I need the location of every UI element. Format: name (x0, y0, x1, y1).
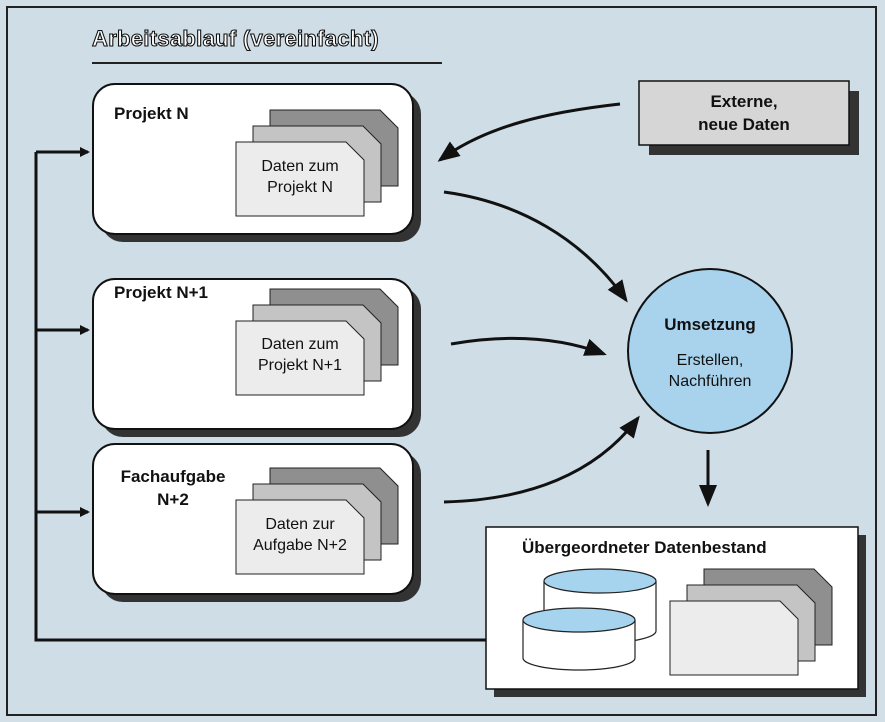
data-sheets-n (235, 109, 399, 217)
data-sheet-n2-line2: Aufgabe N+2 (253, 537, 347, 554)
database-cylinders (522, 568, 657, 671)
data-sheets-n1 (235, 288, 399, 396)
task-n2-label-line2: N+2 (157, 490, 189, 509)
external-data-text: Externe, neue Daten (639, 90, 849, 136)
diagram-frame: Arbeitsablauf (vereinfacht) Projekt N Da… (6, 6, 877, 716)
process-line1: Erstellen, (676, 352, 744, 369)
data-sheet-n1-line2: Projekt N+1 (257, 357, 343, 374)
process-line2: Nachführen (668, 373, 752, 390)
process-subtitle: Erstellen, Nachführen (628, 350, 792, 392)
external-data-box (638, 80, 859, 155)
data-sheet-n-line2: Projekt N (267, 179, 333, 196)
flow-arrows (437, 102, 717, 507)
process-title: Umsetzung (664, 315, 756, 334)
external-data-line1: Externe, (710, 92, 778, 111)
task-n2-label-line1: Fachaufgabe (120, 467, 226, 486)
database-sheets (669, 568, 833, 676)
feedback-loop (34, 147, 486, 642)
database-title: Übergeordneter Datenbestand (522, 538, 767, 557)
task-n2-label: Fachaufgabe N+2 (114, 465, 232, 511)
diagram-title: Arbeitsablauf (vereinfacht) (91, 25, 379, 51)
title-underline (92, 62, 442, 64)
data-sheet-n2-line1: Daten zur (265, 516, 335, 533)
data-sheet-n-text: Daten zum Projekt N (236, 156, 364, 198)
data-sheet-n-line1: Daten zum (261, 158, 339, 175)
project-n-label: Projekt N (114, 104, 189, 123)
data-sheet-n1-text: Daten zum Projekt N+1 (236, 334, 364, 376)
data-sheets-n2 (235, 467, 399, 575)
project-n1-label: Projekt N+1 (114, 283, 209, 302)
data-sheet-n2-text: Daten zur Aufgabe N+2 (236, 514, 364, 556)
process-circle (627, 268, 793, 434)
external-data-line2: neue Daten (698, 115, 790, 134)
data-sheet-n1-line1: Daten zum (261, 336, 339, 353)
diagram-graphics (34, 80, 866, 697)
